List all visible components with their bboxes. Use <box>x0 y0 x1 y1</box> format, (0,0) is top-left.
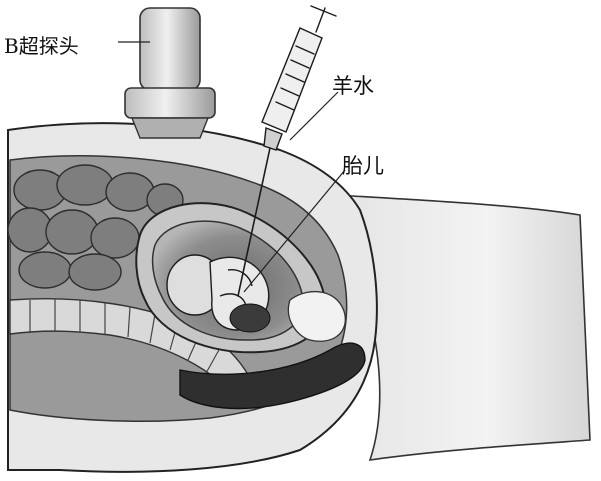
leader-lines <box>118 41 346 293</box>
thigh <box>333 194 591 461</box>
placenta <box>229 303 271 333</box>
label-amniotic-fluid: 羊水 <box>332 74 374 98</box>
rectum <box>179 342 366 410</box>
vertebrae <box>29 299 221 376</box>
bladder <box>287 291 346 342</box>
ultrasound-probe <box>124 7 216 139</box>
label-fetus: 胎儿 <box>342 154 384 178</box>
syringe <box>237 5 337 297</box>
label-probe: B超探头 <box>4 34 79 58</box>
intestines <box>7 164 184 291</box>
